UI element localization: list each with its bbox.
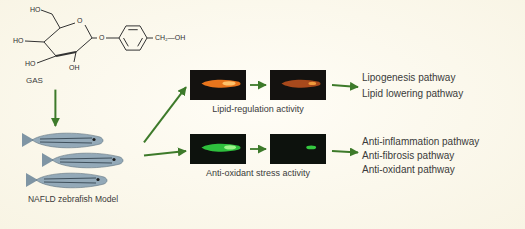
fish-glow [202, 80, 241, 88]
bond [76, 38, 92, 52]
bond [44, 42, 56, 56]
atom-label: OH [69, 64, 80, 71]
node-text: Anti-oxidant pathway [362, 164, 479, 176]
bond [92, 38, 97, 39]
pathway-list: Lipogenesis pathwayLipid lowering pathwa… [358, 70, 465, 104]
compound-structure: GAS [18, 4, 188, 90]
benzene-ring [119, 26, 147, 50]
zebrafish [22, 133, 103, 148]
flow-arrow [54, 90, 56, 126]
atom-label: HO [30, 6, 41, 13]
fish-glow [308, 82, 316, 85]
fish-glow [306, 145, 316, 149]
pathway-list: Anti-inflammation pathwayAnti-fibrosis p… [358, 134, 481, 180]
fish-body [32, 133, 103, 148]
node-text: Lipid-regulation activity [186, 104, 330, 115]
bond [25, 41, 44, 42]
fish-glow [222, 81, 235, 85]
lipid-images [190, 70, 326, 100]
fluorescence-image [190, 70, 246, 100]
fish-eye [96, 178, 99, 181]
flow-arrow [332, 85, 358, 87]
fluorescence-image [190, 134, 246, 164]
fish-eye [112, 158, 115, 161]
atom-label: O [77, 17, 82, 24]
node-text: Anti-oxidant stress activity [186, 168, 330, 179]
flow-arrow [332, 151, 358, 152]
zebrafish-figure [22, 133, 123, 188]
bond [147, 38, 153, 39]
flow-arrow [144, 87, 186, 142]
bond [106, 38, 119, 39]
flow-arrow [332, 85, 358, 87]
bond [74, 52, 76, 62]
fish-glow [224, 145, 236, 149]
zebrafish [26, 173, 107, 188]
zebrafish [42, 153, 123, 168]
bond [85, 25, 92, 38]
ros-images [190, 134, 326, 164]
atom-label: O [99, 34, 104, 41]
bond [52, 14, 60, 28]
fish-eye [92, 138, 95, 141]
flow-arrow [332, 151, 358, 152]
fish-stripes [44, 178, 96, 183]
green-fish [306, 145, 316, 149]
bond [41, 10, 52, 14]
fish-body [36, 173, 107, 188]
bond [44, 28, 60, 42]
gas-structure [25, 10, 153, 63]
node-text: NAFLD zebrafish Model [4, 194, 142, 204]
fish-stripes [40, 138, 92, 143]
flow-arrow [144, 151, 186, 155]
node-text: Lipid lowering pathway [362, 88, 463, 100]
node-text: Anti-inflammation pathway [362, 136, 479, 148]
node-text: GAS [26, 76, 186, 86]
fluorescence-image [270, 134, 326, 164]
before-after-arrow [250, 84, 266, 86]
atom-label: HO [25, 60, 36, 67]
before-after-arrow [250, 148, 266, 150]
assay-panel: Lipid-regulation activity [186, 66, 332, 119]
double-bond [124, 38, 129, 46]
flow-arrow [55, 90, 56, 126]
atom-label: HO [13, 37, 24, 44]
fish-glow [202, 144, 241, 152]
double-bond [138, 38, 143, 46]
fluorescence-image [270, 70, 326, 100]
fish-stripes [60, 158, 112, 163]
flow-arrow [144, 87, 186, 142]
bond [60, 23, 75, 28]
fish-glow [282, 80, 321, 88]
orange-fish [202, 80, 241, 88]
atom-label: CH₂—OH [155, 34, 185, 41]
node-text: Lipogenesis pathway [362, 72, 463, 84]
flow-arrow [144, 151, 186, 155]
node-text: Anti-fibrosis pathway [362, 150, 479, 162]
bond [37, 56, 56, 63]
orange-fish [282, 80, 321, 88]
green-fish [202, 144, 241, 152]
assay-panel: Anti-oxidant stress activity [186, 130, 332, 183]
bond [56, 52, 76, 56]
model-figure: NAFLD zebrafish Model [4, 126, 144, 208]
fish-body [52, 153, 123, 168]
double-bond [128, 29, 137, 30]
